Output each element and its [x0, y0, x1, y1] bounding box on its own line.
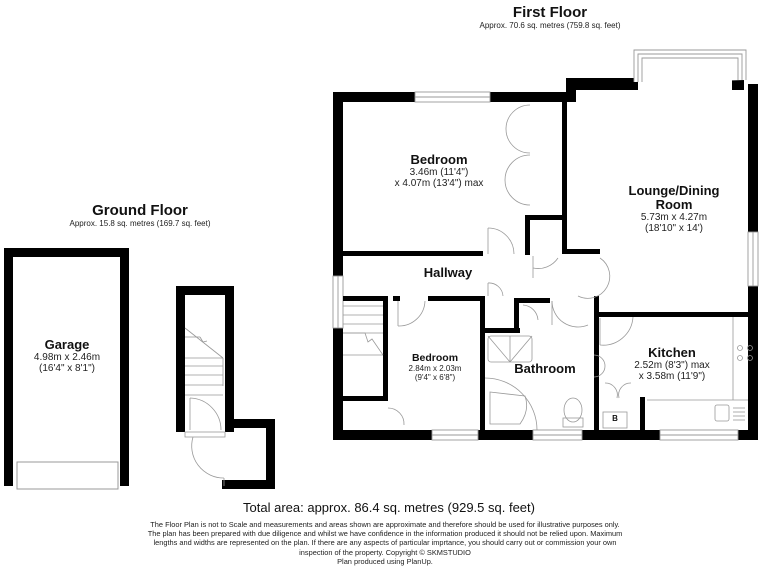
ground-stairwell-walls [176, 286, 275, 489]
internal-walls [343, 96, 749, 436]
boiler-label: B [612, 414, 618, 423]
ground-floor-title: Ground Floor [92, 202, 188, 219]
first-floor-heading: First Floor Approx. 70.6 sq. metres (759… [450, 4, 650, 31]
first-floor-title: First Floor [512, 4, 588, 21]
corner-bath [484, 377, 538, 431]
room-dimensions-max: 2.52m (8'3") max [634, 360, 710, 371]
room-dimensions: x 3.58m (11'9") [638, 371, 706, 382]
room-dimensions-imperial: (18'10" x 14') [645, 223, 703, 234]
room-name: Bedroom [410, 152, 468, 167]
room-label-lounge-dining: Lounge/Dining Room 5.73m x 4.27m (18'10"… [610, 183, 738, 235]
first-floor-area: Approx. 70.6 sq. metres (759.8 sq. feet) [479, 21, 621, 30]
toilet [563, 397, 583, 423]
first-floor-stairs [343, 305, 384, 356]
room-name-line2: Room [655, 197, 693, 212]
room-dimensions: 3.46m (11'4") [409, 167, 469, 178]
room-name: Bedroom [411, 352, 459, 364]
windows [332, 91, 759, 441]
ground-stairs [184, 327, 224, 396]
doors [387, 104, 634, 426]
room-label-bedroom-1: Bedroom 3.46m (11'4") x 4.07m (13'4") ma… [380, 152, 498, 190]
room-dimensions: 5.73m x 4.27m [640, 212, 708, 223]
room-dimensions-imperial: (9'4" x 6'8") [414, 373, 456, 382]
room-name: Hallway [423, 265, 473, 280]
disclaimer-line-4: inspection of the property. Copyright © … [299, 547, 471, 557]
room-dimensions: 2.84m x 2.03m [408, 364, 462, 373]
ground-doors [184, 397, 226, 486]
room-label-garage: Garage 4.98m x 2.46m (16'4" x 8'1") [14, 337, 120, 375]
room-label-hallway: Hallway [408, 266, 488, 280]
disclaimer-line-2: The plan has been prepared with due dili… [147, 529, 623, 539]
disclaimer-line-1: The Floor Plan is not to Scale and measu… [150, 520, 620, 529]
room-name: Lounge/Dining [628, 183, 720, 198]
room-name: Bathroom [514, 361, 576, 376]
room-label-kitchen: Kitchen 2.52m (8'3") max x 3.58m (11'9") [612, 345, 732, 383]
bathroom-fixtures [484, 335, 606, 431]
disclaimer-line-5: Plan produced using PlanUp. [337, 556, 433, 566]
room-label-bathroom: Bathroom [508, 362, 582, 376]
bay-window [633, 49, 747, 82]
disclaimer: The Floor Plan is not to Scale and measu… [100, 520, 670, 566]
first-floor-outer-walls [333, 78, 758, 440]
garage-walls [4, 248, 129, 486]
ground-floor-heading: Ground Floor Approx. 15.8 sq. metres (16… [40, 202, 240, 229]
total-area: Total area: approx. 86.4 sq. metres (929… [243, 500, 535, 515]
disclaimer-line-3: lengths and widths are represented on th… [153, 538, 617, 548]
room-name: Kitchen [648, 345, 696, 360]
ground-floor-area: Approx. 15.8 sq. metres (169.7 sq. feet) [69, 219, 211, 228]
garage-door [16, 461, 119, 490]
room-dimensions: 4.98m x 2.46m [33, 352, 101, 363]
room-dimensions-max: x 4.07m (13'4") max [394, 178, 484, 189]
room-dimensions-imperial: (16'4" x 8'1") [39, 363, 95, 374]
basin [593, 354, 606, 378]
room-name: Garage [44, 337, 90, 352]
boiler-box [602, 411, 628, 429]
room-label-bedroom-2: Bedroom 2.84m x 2.03m (9'4" x 6'8") [398, 352, 472, 382]
kitchen-fixtures [602, 317, 753, 429]
